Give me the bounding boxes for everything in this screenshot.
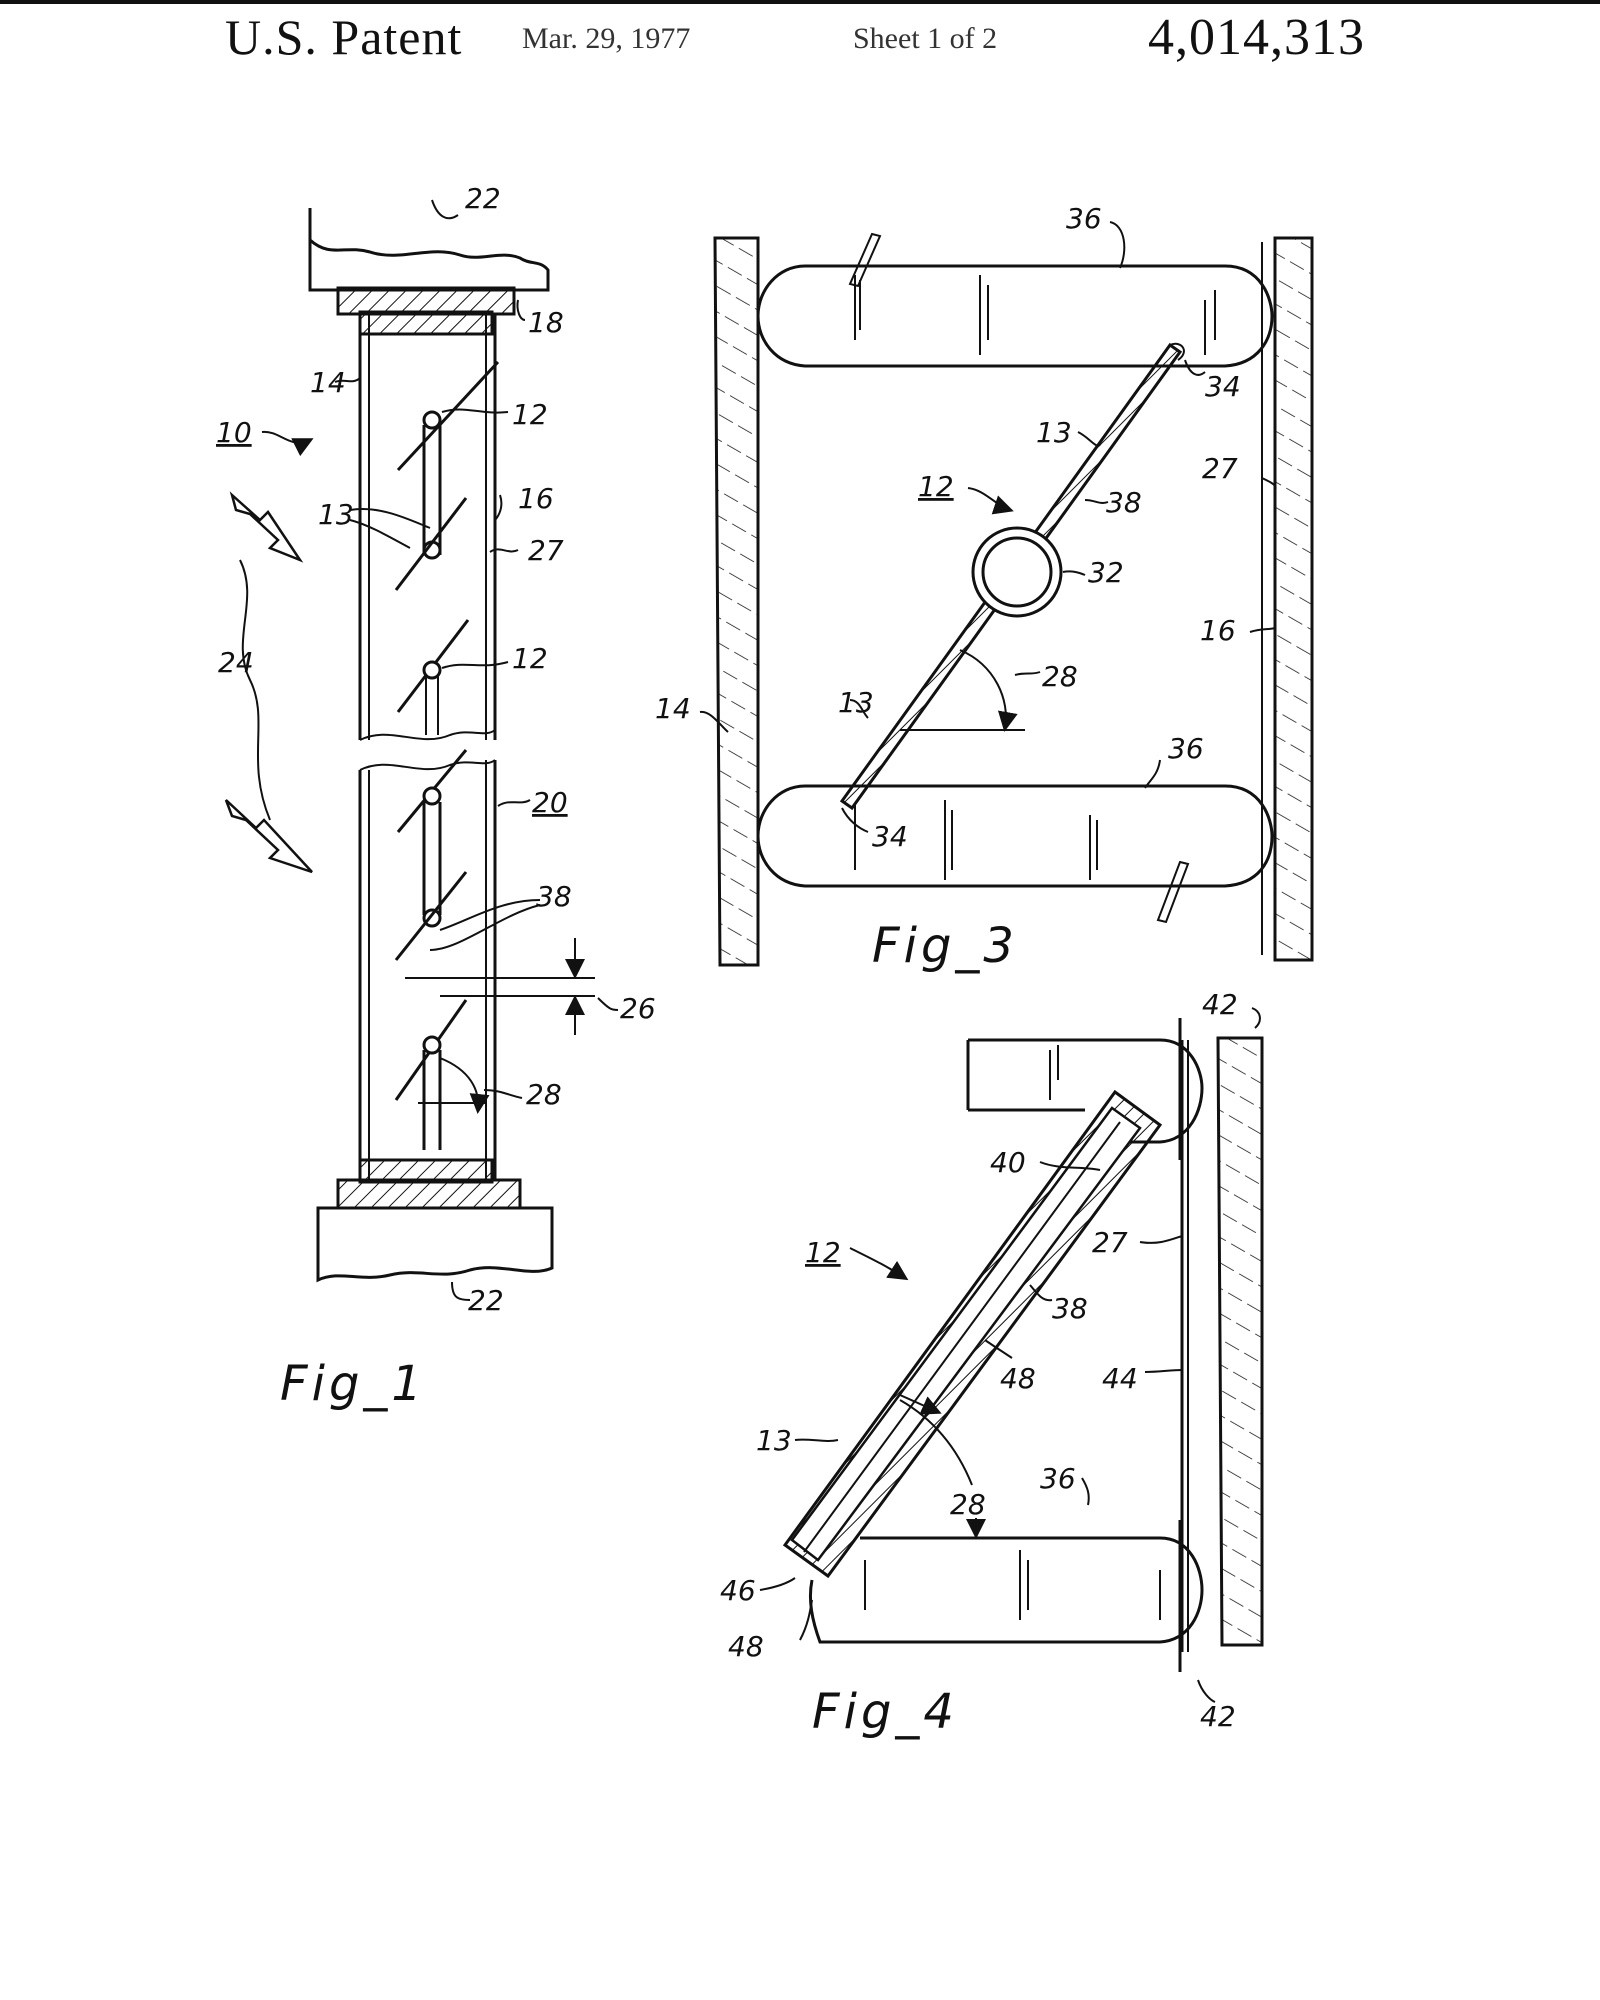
- ref-label-38-fig4: 38: [1052, 1292, 1088, 1325]
- ref-label-12-a: 12: [512, 398, 548, 431]
- ref-label-34-top: 34: [1205, 370, 1241, 403]
- ref-label-28: 28: [526, 1078, 562, 1111]
- ref-label-27-fig3: 27: [1202, 452, 1238, 485]
- fig1-caption: Fig_1: [280, 1356, 426, 1412]
- ref-label-12-b: 12: [512, 642, 548, 675]
- ref-label-28-fig4: 28: [950, 1488, 986, 1521]
- ref-label-10: 10: [216, 416, 252, 449]
- ref-label-38-fig3: 38: [1106, 486, 1142, 519]
- fig4-caption: Fig_4: [812, 1684, 958, 1740]
- ref-label-46: 46: [720, 1574, 756, 1607]
- ref-label-36-bottom: 36: [1168, 732, 1204, 765]
- ref-label-42-top: 42: [1202, 988, 1238, 1021]
- ref-label-16-fig3: 16: [1200, 614, 1236, 647]
- ref-label-48-upper: 48: [1000, 1362, 1036, 1395]
- ref-label-13-fig4: 13: [756, 1424, 792, 1457]
- ref-label-16: 16: [518, 482, 554, 515]
- ref-label-42-bottom: 42: [1200, 1700, 1236, 1733]
- ref-label-34-bottom: 34: [872, 820, 908, 853]
- ref-label-32: 32: [1088, 556, 1124, 589]
- ref-label-28-fig3: 28: [1042, 660, 1078, 693]
- ref-label-27: 27: [528, 534, 564, 567]
- ref-label-48-lower: 48: [728, 1630, 764, 1663]
- ref-label-40: 40: [990, 1146, 1026, 1179]
- ref-label-18: 18: [528, 306, 564, 339]
- ref-label-22-bottom: 22: [468, 1284, 504, 1317]
- ref-label-13-lower: 13: [838, 686, 874, 719]
- ref-label-12-fig4: 12: [805, 1236, 841, 1269]
- ref-label-44: 44: [1102, 1362, 1138, 1395]
- ref-label-26: 26: [620, 992, 656, 1025]
- ref-label-36-fig4: 36: [1040, 1462, 1076, 1495]
- ref-label-27-fig4: 27: [1092, 1226, 1128, 1259]
- ref-label-12-fig3: 12: [918, 470, 954, 503]
- ref-label-14-fig3: 14: [655, 692, 691, 725]
- ref-label-22-top: 22: [465, 182, 501, 215]
- ref-label-24: 24: [218, 646, 254, 679]
- ref-label-20: 20: [532, 786, 568, 819]
- ref-label-13-upper: 13: [1036, 416, 1072, 449]
- ref-label-14: 14: [310, 366, 346, 399]
- ref-label-36-top: 36: [1066, 202, 1102, 235]
- ref-label-13: 13: [318, 498, 354, 531]
- fig3-caption: Fig_3: [872, 918, 1018, 974]
- ref-label-38: 38: [536, 880, 572, 913]
